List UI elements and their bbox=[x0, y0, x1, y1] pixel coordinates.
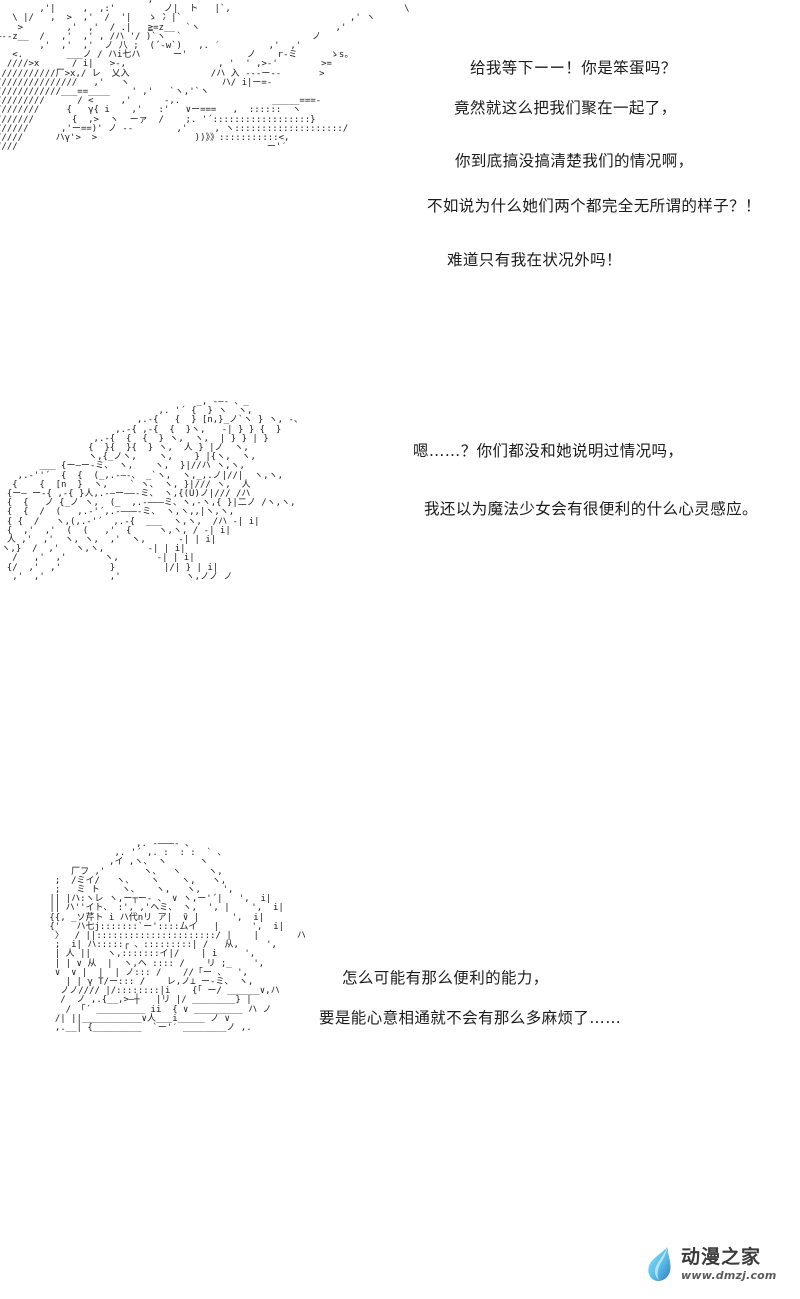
dialogue-line-panel3-2: 要是能心意相通就不会有那么多麻烦了…… bbox=[319, 1009, 622, 1027]
dialogue-line-panel3-1: 怎么可能有那么便利的能力， bbox=[342, 969, 549, 987]
dialogue-line-panel2-1: 嗯……？你们都没和她说明过情况吗， bbox=[413, 442, 684, 460]
dialogue-line-panel2-2: 我还以为魔法少女会有很便利的什么心灵感应。 bbox=[424, 500, 758, 518]
ascii-art-panel-1: , ,'| , ,:' ノ| ト |`, \ \ |/ , > ,' / '| … bbox=[0, 0, 410, 153]
dialogue-line-panel1-2: 竟然就这么把我们聚在一起了， bbox=[454, 99, 677, 117]
dialogue-line-panel1-4: 不如说为什么她们两个都完全无所谓的样子？！ bbox=[427, 197, 761, 215]
watermark-site-url: www.dmzj.com bbox=[681, 1268, 777, 1282]
watermark-site-name: 动漫之家 bbox=[681, 1245, 762, 1268]
ascii-art-panel-2: _, -―- 、_ ,. '´ { } ヽ ヽ, ,.-{ { } [n,}_ノ… bbox=[1, 397, 303, 582]
dmzj-droplet-icon bbox=[645, 1245, 675, 1283]
dialogue-line-panel1-5: 难道只有我在状况外吗！ bbox=[447, 251, 622, 269]
dialogue-line-panel1-1: 给我等下ーー！你是笨蛋吗？ bbox=[470, 59, 677, 77]
dialogue-line-panel1-3: 你到底搞没搞清楚我们的情况啊， bbox=[455, 152, 694, 170]
site-watermark: 动漫之家 www.dmzj.com bbox=[645, 1240, 793, 1288]
ascii-art-panel-3: ,. -―――- 、 ,. '´ ,. : : : ` 、 ,イ ,ヽ、 ヽ ヽ… bbox=[49, 839, 306, 1034]
watermark-text-group: 动漫之家 www.dmzj.com bbox=[681, 1245, 777, 1282]
